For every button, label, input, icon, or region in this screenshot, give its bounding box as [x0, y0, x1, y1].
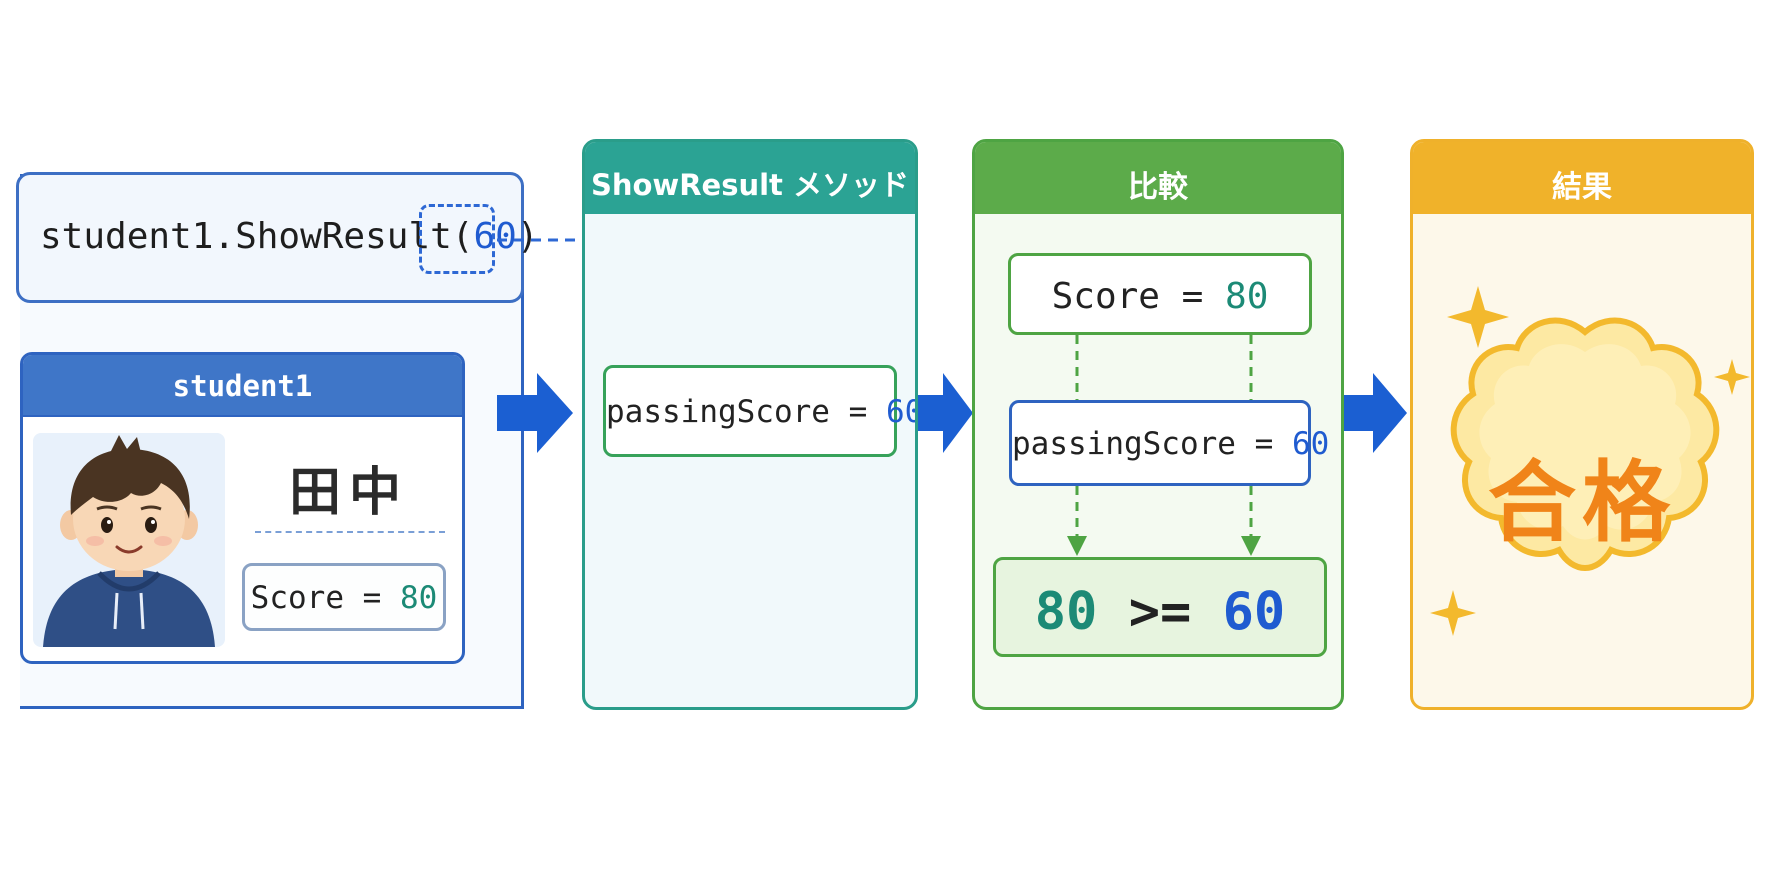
student-score-field: Score = 80: [242, 563, 446, 631]
compare-score-text: Score = 80: [1011, 276, 1309, 317]
student-score-text: Score = 80: [245, 580, 443, 616]
method-call-box: [16, 172, 524, 303]
method-panel-header: [585, 142, 915, 214]
result-badge-text: 合格: [1487, 451, 1676, 554]
call-argument: 60: [473, 216, 517, 257]
left-operand: 80: [1034, 582, 1098, 642]
right-operand: 60: [1222, 582, 1286, 642]
argument-highlight: [419, 204, 495, 274]
call-prefix: student1.ShowResult(: [40, 216, 474, 257]
student-name: 田中: [288, 463, 409, 523]
compare-score-box: Score = 80: [1008, 253, 1312, 335]
right-arrow-icon: [1343, 373, 1407, 453]
parameter-label: passingScore =: [606, 394, 868, 430]
method-panel-title: ShowResult メソッド: [590, 168, 910, 202]
comparison-expression: 80 >= 60: [996, 582, 1324, 642]
sparkle-icon: [1430, 286, 1750, 636]
result-panel: 結果 合格: [1410, 139, 1754, 710]
boy-avatar-icon: [33, 433, 225, 647]
compare-passing-value: 60: [1291, 426, 1330, 462]
compare-panel: 比較 Score = 80 passingScore = 60 80 >= 60: [972, 139, 1344, 710]
right-arrow-icon: [497, 373, 573, 453]
compare-connectors: [1067, 335, 1261, 556]
parameter-text: passingScore = 60: [606, 394, 915, 430]
parameter-value: 60: [885, 394, 915, 430]
compare-passing-text: passingScore = 60: [1012, 426, 1329, 462]
compare-score-label: Score =: [1051, 276, 1204, 317]
compare-panel-title: 比較: [1128, 170, 1188, 205]
student-card-header: [23, 355, 462, 417]
compare-passing-box: passingScore = 60: [1009, 400, 1329, 486]
result-panel-header: [1413, 142, 1751, 214]
compare-panel-header: [975, 142, 1341, 214]
right-arrow-icon: [917, 373, 973, 453]
comparison-expression-box: 80 >= 60: [993, 557, 1327, 657]
result-panel-title: 結果: [1552, 170, 1612, 205]
student-object-name: student1: [172, 369, 313, 403]
comparison-operator: >=: [1128, 582, 1192, 642]
compare-score-value: 80: [1225, 276, 1269, 317]
score-value: 80: [400, 580, 438, 616]
result-badge-icon: [1430, 286, 1750, 636]
compare-passing-label: passingScore =: [1012, 426, 1274, 462]
score-label: Score =: [250, 580, 382, 616]
name-divider: [255, 531, 445, 533]
method-call-text: student1.ShowResult(60): [40, 216, 539, 257]
method-panel: ShowResult メソッド passingScore = 60: [582, 139, 918, 710]
parameter-box: passingScore = 60: [603, 365, 915, 457]
call-suffix: ): [516, 216, 539, 257]
student-object-card: student1: [20, 352, 465, 664]
